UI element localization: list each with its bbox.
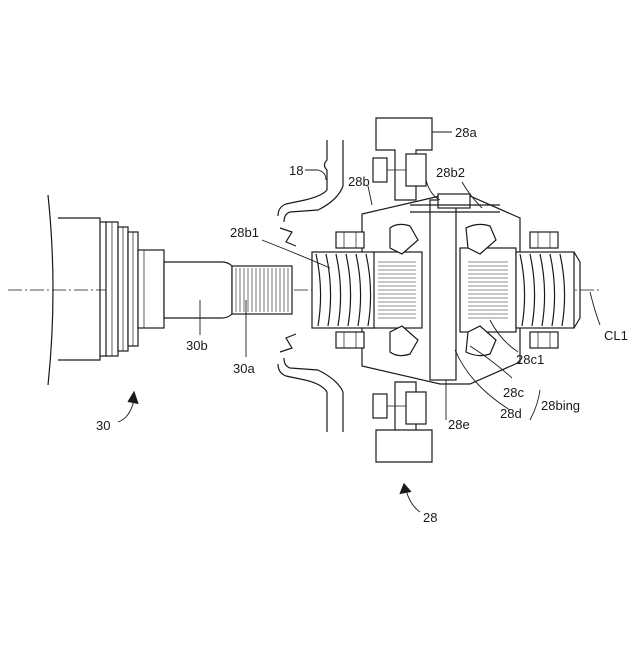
label-28e: 28e [448, 417, 470, 432]
label-30b: 30b [186, 338, 208, 353]
label-30: 30 [96, 418, 110, 433]
label-28c: 28c [503, 385, 524, 400]
label-30a: 30a [233, 361, 255, 376]
label-28b: 28b [348, 174, 370, 189]
label-28c1: 28c1 [516, 352, 544, 367]
differential-case-28b [362, 194, 520, 384]
side-shaft-right [516, 252, 580, 328]
label-18: 18 [289, 163, 303, 178]
side-shaft-left [312, 252, 374, 328]
label-28b2: 28b2 [436, 165, 465, 180]
label-28b1: 28b1 [230, 225, 259, 240]
label-28: 28 [423, 510, 437, 525]
label-28bing: 28bing [541, 398, 580, 413]
label-CL1: CL1 [604, 328, 628, 343]
label-28a: 28a [455, 125, 477, 140]
label-28d: 28d [500, 406, 522, 421]
